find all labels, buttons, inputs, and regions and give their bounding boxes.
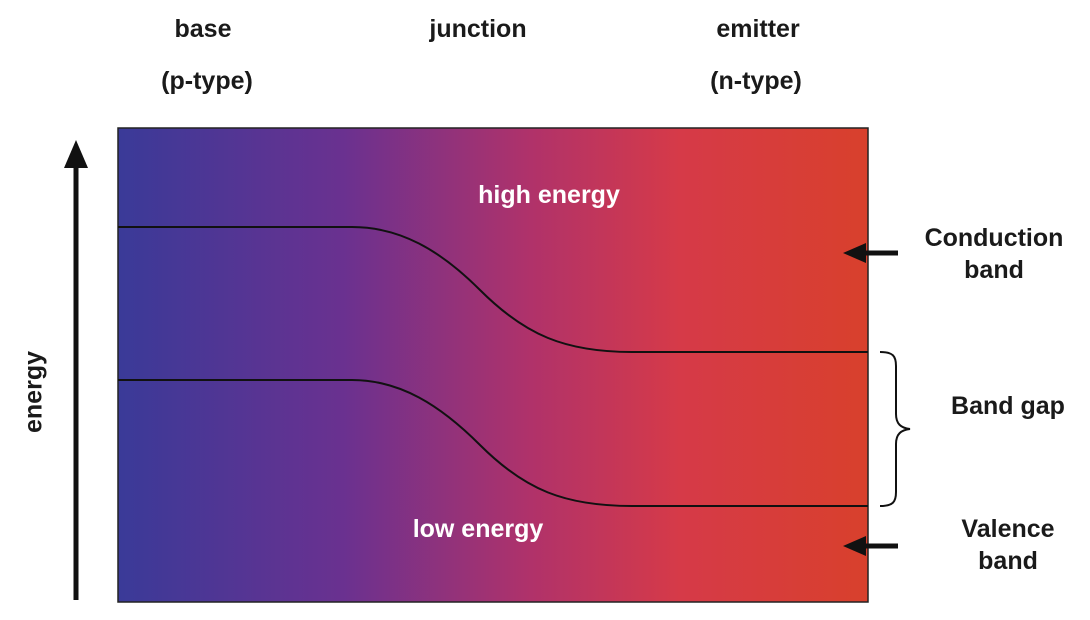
base-label: base (174, 15, 232, 43)
conduction-band-label-line2: band (964, 256, 1024, 284)
band-gap-brace (879, 351, 911, 507)
low-energy-label: low energy (412, 515, 544, 543)
conduction-band-line (118, 226, 868, 353)
conduction-band-label: Conduction band (914, 222, 1074, 286)
band-gap-label: Band gap (951, 392, 1065, 420)
valence-band-label-line2: band (978, 547, 1038, 575)
valence-band-line (118, 379, 868, 507)
valence-band-arrow (843, 536, 898, 556)
emitter-type-label: (n-type) (710, 67, 802, 95)
conduction-band-label-line1: Conduction (924, 224, 1064, 252)
conduction-band-arrow (843, 243, 898, 263)
energy-axis-label: energy (19, 351, 48, 433)
junction-label: junction (429, 15, 527, 43)
energy-axis-arrow (64, 140, 88, 600)
emitter-label: emitter (716, 15, 800, 43)
semiconductor-region (117, 127, 869, 603)
base-type-label: (p-type) (161, 67, 253, 95)
valence-band-label-line1: Valence (961, 515, 1055, 543)
valence-band-label: Valence band (938, 513, 1078, 577)
high-energy-label: high energy (478, 181, 620, 209)
